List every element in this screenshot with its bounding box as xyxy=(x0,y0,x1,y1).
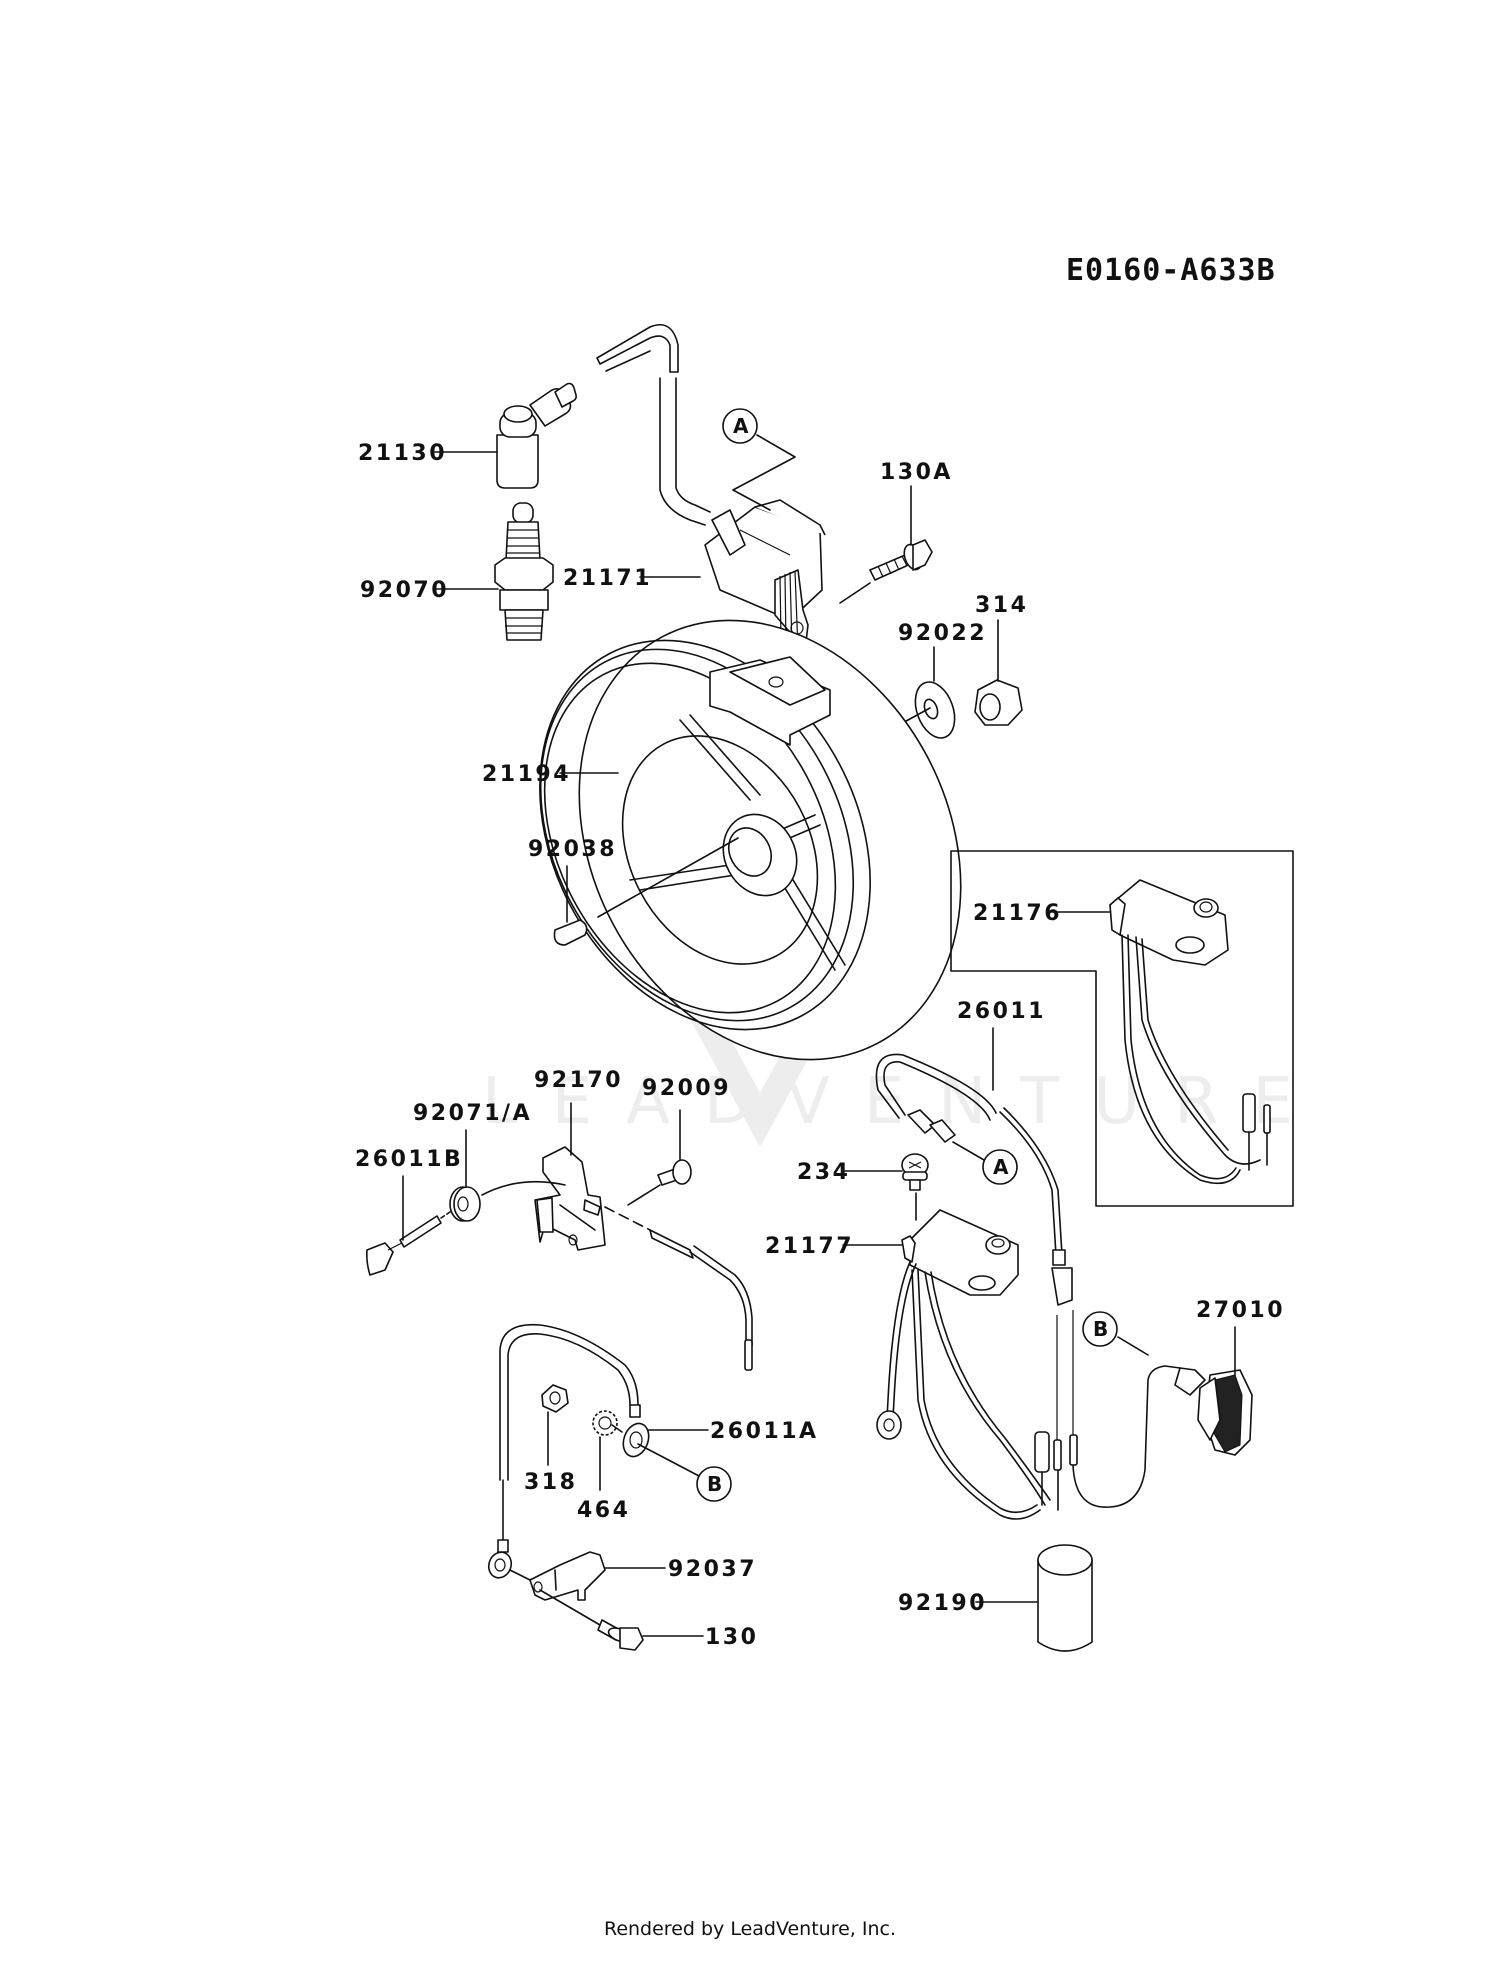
part-21194-flywheel[interactable] xyxy=(475,553,1036,1126)
svg-text:A: A xyxy=(993,1155,1009,1179)
part-26011B-lead[interactable] xyxy=(366,1215,442,1276)
part-label-464[interactable]: 464 xyxy=(577,1498,630,1523)
dash-line xyxy=(839,582,871,604)
part-label-234[interactable]: 234 xyxy=(797,1160,850,1185)
part-21130-spark-plug-cap[interactable] xyxy=(496,382,577,489)
callout-a-top: A xyxy=(722,408,796,511)
part-464-lock-washer[interactable] xyxy=(592,1410,618,1436)
part-26011-lead-wire[interactable] xyxy=(875,1053,1073,1306)
inset-box xyxy=(950,850,1294,1207)
part-label-26011[interactable]: 26011 xyxy=(957,999,1046,1024)
part-label-92190[interactable]: 92190 xyxy=(898,1591,987,1616)
part-label-21176[interactable]: 21176 xyxy=(973,901,1062,926)
svg-text:A: A xyxy=(733,414,749,438)
part-label-92037[interactable]: 92037 xyxy=(668,1557,757,1582)
svg-text:B: B xyxy=(1093,1317,1108,1341)
part-130-flange-bolt[interactable] xyxy=(597,1619,644,1651)
dash-line xyxy=(605,350,651,372)
part-label-314[interactable]: 314 xyxy=(975,593,1028,618)
part-314-nut[interactable] xyxy=(974,679,1023,726)
grommet-wire xyxy=(481,1180,566,1196)
part-label-92009[interactable]: 92009 xyxy=(642,1076,731,1101)
part-92038-key[interactable] xyxy=(553,919,588,946)
callout-b-left: B xyxy=(637,1443,732,1502)
dash-line xyxy=(627,1184,661,1206)
part-92190-tube[interactable] xyxy=(1037,1544,1093,1652)
part-26011A-ground-lead[interactable] xyxy=(485,1323,653,1581)
part-234-screw[interactable] xyxy=(901,1153,929,1191)
part-label-92170[interactable]: 92170 xyxy=(534,1068,623,1093)
dash-line xyxy=(539,1589,601,1626)
footer-credit: Rendered by LeadVenture, Inc. xyxy=(603,1918,897,1940)
part-92037-ground-clamp[interactable] xyxy=(529,1551,606,1601)
part-label-21130[interactable]: 21130 xyxy=(358,441,447,466)
part-92170-clamp[interactable] xyxy=(534,1146,606,1251)
ht-lead xyxy=(659,377,706,526)
part-21171-ignition-coil[interactable] xyxy=(704,499,826,651)
part-21176-regulator[interactable] xyxy=(1109,879,1271,1185)
svg-text:B: B xyxy=(707,1472,722,1496)
part-label-92038[interactable]: 92038 xyxy=(528,837,617,862)
part-label-318[interactable]: 318 xyxy=(524,1470,577,1495)
part-130A-coil-bolt[interactable] xyxy=(869,539,933,581)
part-label-92071A[interactable]: 92071/A xyxy=(413,1101,532,1126)
part-318-nut[interactable] xyxy=(541,1384,569,1413)
callout-a-mid: A xyxy=(952,1141,1018,1185)
part-92022-washer[interactable] xyxy=(908,677,962,744)
part-label-27010[interactable]: 27010 xyxy=(1196,1298,1285,1323)
part-label-92070[interactable]: 92070 xyxy=(360,578,449,603)
dash-line xyxy=(597,837,739,918)
part-label-21171[interactable]: 21171 xyxy=(563,566,652,591)
part-label-21194[interactable]: 21194 xyxy=(482,762,571,787)
part-92071A-grommet[interactable] xyxy=(449,1186,481,1222)
part-label-130[interactable]: 130 xyxy=(705,1625,758,1650)
part-label-130A[interactable]: 130A xyxy=(880,460,953,485)
part-21177-regulator[interactable] xyxy=(876,1209,1181,1520)
part-label-21177[interactable]: 21177 xyxy=(765,1234,854,1259)
part-label-26011B[interactable]: 26011B xyxy=(355,1147,463,1172)
part-92009-screw[interactable] xyxy=(657,1159,692,1186)
part-label-26011A[interactable]: 26011A xyxy=(710,1419,819,1444)
callout-b-right: B xyxy=(1082,1311,1149,1356)
dash-line xyxy=(604,1206,651,1231)
part-27010-switch[interactable] xyxy=(1174,1367,1253,1456)
part-label-92022[interactable]: 92022 xyxy=(898,621,987,646)
part-92070-spark-plug[interactable] xyxy=(494,502,554,641)
diagram-code: E0160-A633B xyxy=(1066,253,1276,288)
